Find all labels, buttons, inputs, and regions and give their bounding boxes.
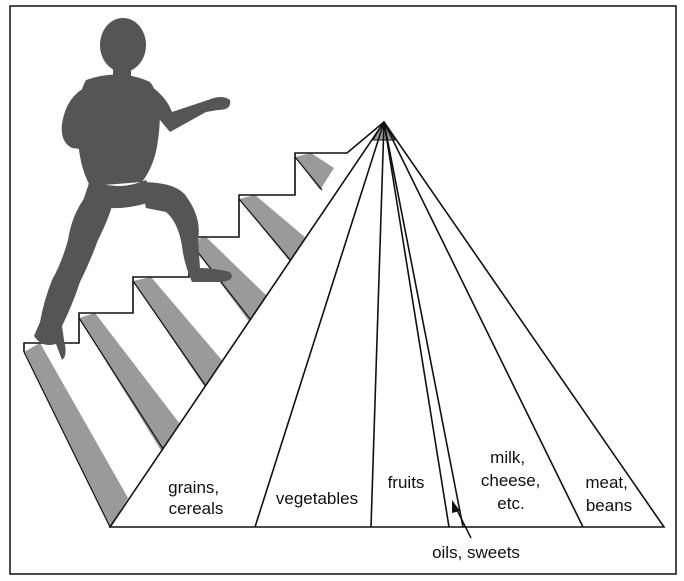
food-group-labels: grains, cereals vegetables fruits milk, …: [168, 448, 632, 562]
stair-band-2: [79, 313, 180, 452]
label-grains: grains, cereals: [168, 478, 224, 518]
stair-band-3: [133, 277, 226, 392]
label-vegetables-line-1: vegetables: [276, 489, 358, 508]
divider-3: [383, 121, 450, 528]
label-oils-line-1: oils, sweets: [432, 543, 520, 562]
divider-4: [383, 121, 464, 528]
label-meat: meat, beans: [585, 473, 632, 515]
label-milk: milk, cheese, etc.: [481, 448, 545, 513]
oils-pointer-arrow: [452, 500, 472, 539]
label-milk-line-1: milk,: [490, 448, 525, 467]
stair-band-6: [295, 153, 334, 190]
label-meat-line-1: meat,: [585, 473, 628, 492]
label-fruits-line-1: fruits: [388, 473, 425, 492]
staircase-face: [24, 122, 384, 527]
label-grains-line-1: grains,: [168, 478, 219, 497]
label-milk-line-3: etc.: [497, 494, 524, 513]
person-climbing-stairs-silhouette-icon: [34, 18, 232, 360]
label-meat-line-2: beans: [586, 496, 632, 515]
stair-band-1: [24, 343, 128, 527]
label-oils: oils, sweets: [432, 543, 520, 562]
label-vegetables: vegetables: [276, 489, 358, 508]
pyramid: [108, 120, 666, 528]
divider-2: [370, 121, 385, 528]
divider-5: [383, 121, 584, 528]
label-fruits: fruits: [388, 473, 425, 492]
stair-band-4: [189, 237, 269, 324]
stair-band-5: [239, 195, 306, 262]
label-milk-line-2: cheese,: [481, 471, 541, 490]
label-grains-line-2: cereals: [169, 499, 224, 518]
pyramid-base: [108, 120, 666, 528]
divider-1: [254, 121, 385, 528]
staircase: [23, 121, 385, 528]
